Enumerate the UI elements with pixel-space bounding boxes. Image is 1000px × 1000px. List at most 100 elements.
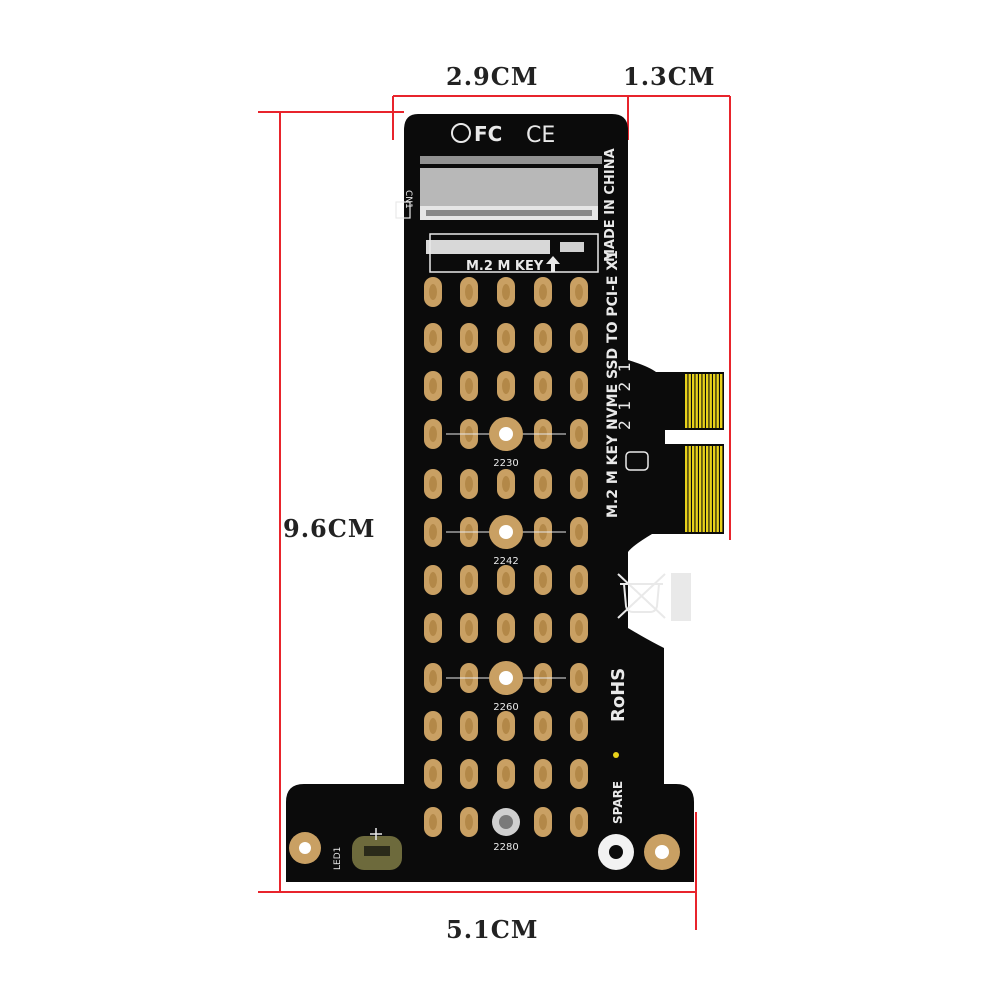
gold-finger <box>713 446 716 532</box>
solder-pad-core <box>575 766 583 782</box>
gold-finger <box>685 446 688 532</box>
solder-pad-core <box>575 378 583 394</box>
status-dot <box>613 752 619 758</box>
solder-pad-core <box>539 378 547 394</box>
solder-pad-core <box>465 620 473 636</box>
slot-ref-mark <box>395 201 411 219</box>
mount-hole-label: 2230 <box>493 458 518 469</box>
gold-finger <box>716 374 719 428</box>
dim-label-height: 9.6CM <box>283 514 376 543</box>
m2-slot-connector <box>420 156 602 220</box>
solder-pad-core <box>429 572 437 588</box>
fc-mark-icon: FC <box>451 122 502 146</box>
mount-hole-label: 2280 <box>493 842 518 853</box>
solder-pad-core <box>502 718 510 734</box>
mount-holes: 2230 2242 2260 2280 <box>489 417 523 853</box>
solder-pad-core <box>539 330 547 346</box>
spare-mount-hole <box>598 834 634 870</box>
weee-bin-icon <box>617 573 691 621</box>
gold-finger <box>720 374 723 428</box>
gold-finger <box>692 446 695 532</box>
solder-pad-core <box>575 476 583 492</box>
slot-silkscreen-frame <box>429 233 599 273</box>
solder-pad-core <box>429 718 437 734</box>
solder-pad-core <box>502 476 510 492</box>
slot-title: M.2 M KEY <box>466 259 544 274</box>
gold-finger <box>695 374 698 428</box>
solder-pad-core <box>539 572 547 588</box>
gold-finger <box>706 374 709 428</box>
solder-pad-core <box>429 284 437 300</box>
solder-pad-core <box>429 476 437 492</box>
mount-hole-center <box>499 671 513 685</box>
spare-label: SPARE <box>611 781 625 824</box>
solder-pad-core <box>502 572 510 588</box>
solder-pad-core <box>465 284 473 300</box>
pcb-board <box>286 114 694 882</box>
solder-pad-core <box>539 718 547 734</box>
ce-mark-text: CE <box>526 123 555 148</box>
solder-pad-core <box>465 814 473 830</box>
gold-finger <box>720 446 723 532</box>
gold-finger <box>688 374 691 428</box>
fc-mark-text: FC <box>474 122 502 146</box>
led-label: LED1 <box>333 847 343 870</box>
mount-hole-label: 2260 <box>493 702 518 713</box>
solder-pad-core <box>575 718 583 734</box>
gold-finger <box>699 374 702 428</box>
gold-finger <box>685 374 688 428</box>
led-indicator <box>352 828 402 870</box>
solder-pad-core <box>575 670 583 686</box>
solder-pad-core <box>429 670 437 686</box>
solder-pad-core <box>465 766 473 782</box>
gold-finger <box>702 374 705 428</box>
mount-hole-center <box>499 815 513 829</box>
solder-pad-core <box>502 766 510 782</box>
solder-pad-core <box>575 426 583 442</box>
gold-finger <box>713 374 716 428</box>
arrow-up-icon <box>546 256 560 272</box>
solder-pad-core <box>429 378 437 394</box>
solder-pad-core <box>575 620 583 636</box>
date-code: 2 1 2 1 <box>615 363 634 430</box>
rohs-label: RoHS <box>608 668 629 722</box>
solder-pad-core <box>465 718 473 734</box>
solder-pad-core <box>575 524 583 540</box>
solder-pad-core <box>502 330 510 346</box>
m2-contact-row <box>426 240 550 254</box>
mount-hole-center <box>499 427 513 441</box>
right-mount-hole <box>644 834 680 870</box>
gold-finger <box>695 446 698 532</box>
solder-pad-core <box>429 330 437 346</box>
date-code-frame <box>625 451 649 471</box>
gold-finger <box>688 446 691 532</box>
solder-pad-grid <box>424 277 588 837</box>
m2-key-contacts <box>560 242 584 252</box>
dim-label-connector-width: 1.3CM <box>623 62 716 91</box>
solder-pad-core <box>465 572 473 588</box>
gold-finger <box>716 446 719 532</box>
gold-finger <box>706 446 709 532</box>
solder-pad-core <box>539 284 547 300</box>
mount-hole-center <box>499 525 513 539</box>
solder-pad-core <box>502 378 510 394</box>
solder-pad-core <box>539 620 547 636</box>
slot-ref-label: CN1 <box>403 190 413 209</box>
solder-pad-core <box>465 378 473 394</box>
solder-pad-core <box>429 814 437 830</box>
dim-label-top-width: 2.9CM <box>446 62 539 91</box>
solder-pad-core <box>575 814 583 830</box>
solder-pad-core <box>539 766 547 782</box>
pcie-gold-fingers <box>685 374 723 532</box>
left-mount-hole <box>289 832 321 864</box>
product-label: M.2 M KEY NVME SSD TO PCI-E X1 <box>605 250 621 518</box>
gold-finger <box>709 446 712 532</box>
solder-pad-core <box>502 620 510 636</box>
solder-pad-core <box>539 476 547 492</box>
solder-pad-core <box>575 284 583 300</box>
mount-hole-label: 2242 <box>493 556 518 567</box>
solder-pad-core <box>465 330 473 346</box>
solder-pad-core <box>575 572 583 588</box>
solder-pad-core <box>429 766 437 782</box>
